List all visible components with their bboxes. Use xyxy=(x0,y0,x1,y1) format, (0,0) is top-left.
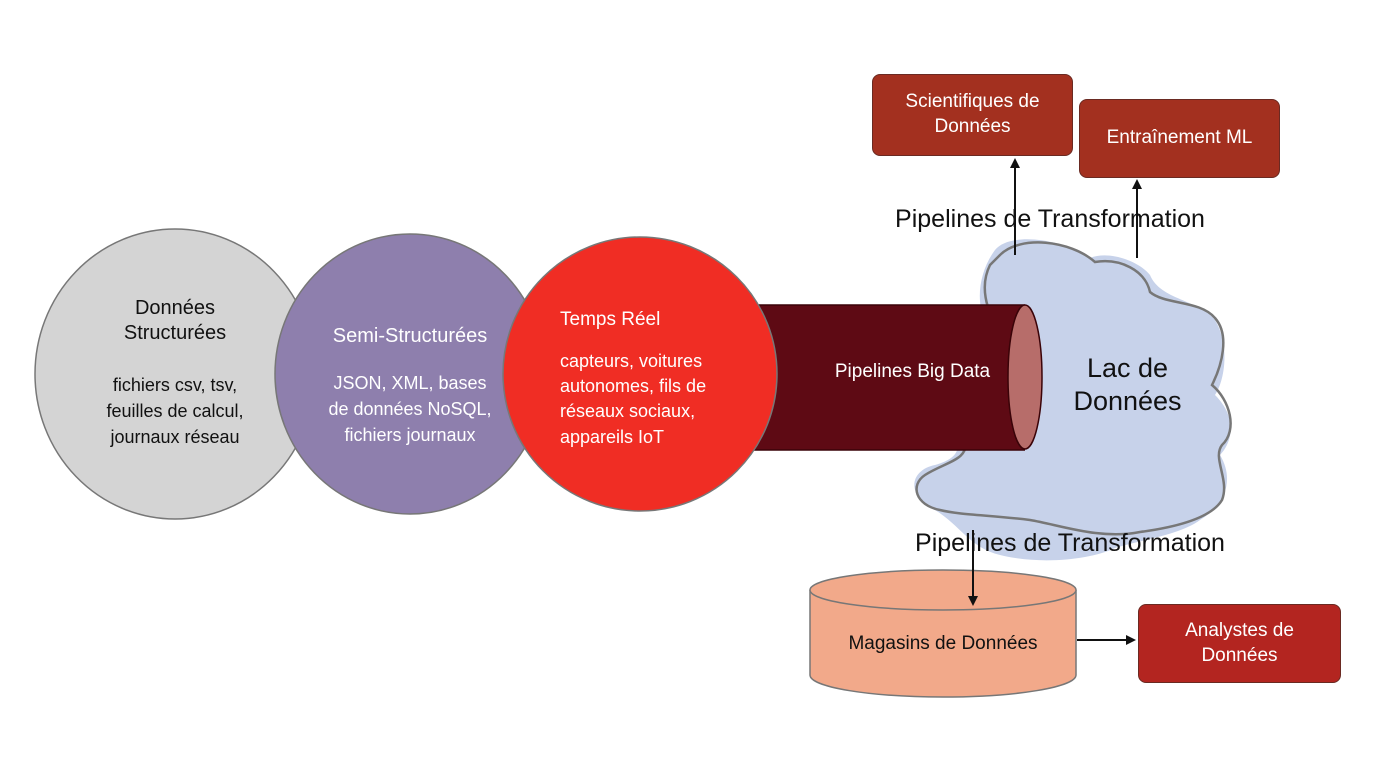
data-lake-label: Lac de Données xyxy=(1073,353,1182,416)
pipe-opening xyxy=(1007,304,1043,450)
big-data-pipe-body xyxy=(740,305,1025,450)
data-warehouse-label: Magasins de Données xyxy=(848,633,1038,654)
data-scientists-label: Scientifiques de Données xyxy=(905,91,1040,137)
semi-structured-data-detail: JSON, XML, bases de données NoSQL, fichi… xyxy=(328,373,492,446)
transformation-label-top: Pipelines de Transformation xyxy=(895,205,1205,233)
data-analysts-box: Analystes de Données xyxy=(1138,604,1341,683)
data-analysts-label: Analystes de Données xyxy=(1185,619,1294,666)
transformation-label-bottom: Pipelines de Transformation xyxy=(915,529,1225,557)
data-warehouse-top xyxy=(809,569,1077,611)
structured-data-title: Données Structurées xyxy=(123,297,227,344)
data-warehouse-cylinder xyxy=(809,590,1077,698)
structured-data-detail: fichiers csv, tsv, feuilles de calcul, j… xyxy=(106,375,244,448)
ml-training-label: Entraînement ML xyxy=(1106,127,1253,149)
ml-training-box: Entraînement ML xyxy=(1079,99,1280,178)
real-time-data-detail: capteurs, voitures autonomes, fils de ré… xyxy=(560,351,707,447)
semi-structured-data-title: Semi-Structurées xyxy=(332,325,488,347)
real-time-data-circle xyxy=(502,236,778,512)
big-data-pipe-label: Pipelines Big Data xyxy=(834,361,991,382)
real-time-data-title: Temps Réel xyxy=(560,309,661,330)
data-scientists-box: Scientifiques de Données xyxy=(872,74,1073,156)
